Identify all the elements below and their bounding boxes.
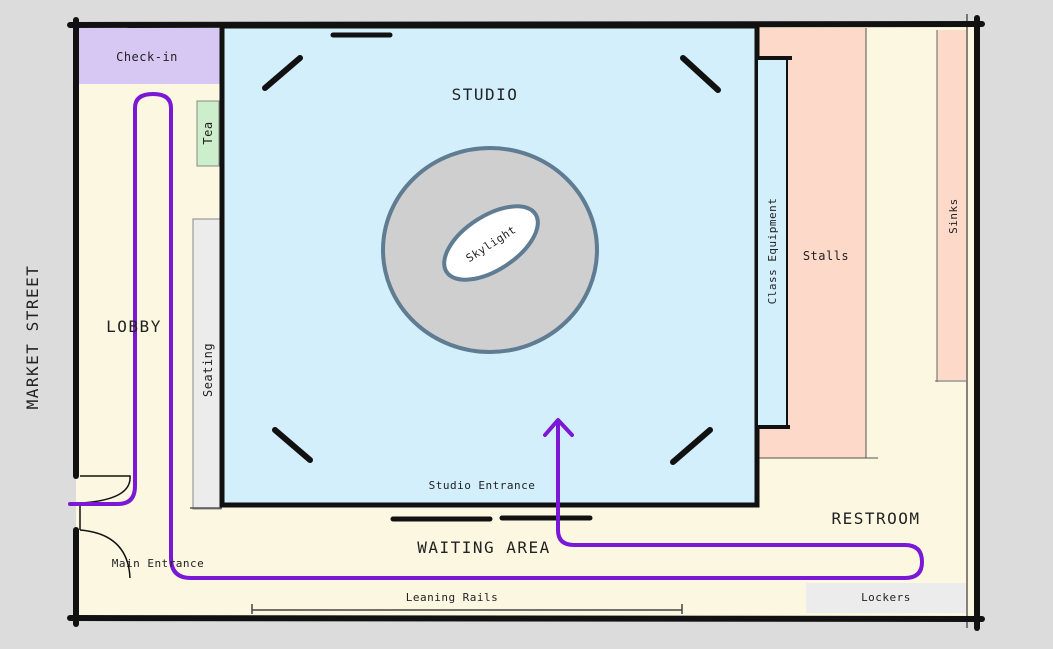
- leaning-rails-label: Leaning Rails: [406, 591, 499, 604]
- skylight-window: [442, 204, 540, 282]
- check-in-label: Check-in: [116, 50, 178, 64]
- walking-path: [68, 92, 924, 580]
- restroom-label: RESTROOM: [831, 509, 920, 528]
- studio-room: [219, 23, 760, 508]
- main-entrance-label: Main Entrance: [112, 557, 205, 570]
- stalls-label: Stalls: [803, 249, 849, 263]
- seating-label: Seating: [201, 343, 215, 397]
- studio-entrance-label: Studio Entrance: [429, 479, 536, 492]
- studio-corner-mark-br: [670, 427, 713, 465]
- wall-top: [67, 21, 985, 28]
- waiting-area-label: WAITING AREA: [417, 538, 551, 557]
- wall-bottom: [67, 615, 985, 622]
- seating-area: [192, 218, 222, 510]
- class-equipment-label: Class Equipment: [766, 198, 779, 305]
- street-label: MARKET STREET: [23, 265, 42, 410]
- check-in-area: [78, 28, 220, 84]
- studio-label: STUDIO: [452, 85, 519, 104]
- tea-label: Tea: [201, 121, 215, 144]
- lockers-label: Lockers: [861, 591, 911, 604]
- studio-corner-mark-bl: [272, 427, 313, 463]
- tea-area: [196, 100, 220, 167]
- studio-corner-mark-tl: [262, 55, 303, 91]
- main-entrance-door-swing-bottom: [79, 529, 131, 579]
- lockers-area: [806, 583, 966, 613]
- studio-corner-mark-tr: [680, 55, 721, 93]
- path-arrowhead: [543, 418, 574, 437]
- sinks-label: Sinks: [947, 198, 960, 234]
- lobby-label: LOBBY: [106, 317, 162, 336]
- sinks-area: [937, 30, 966, 380]
